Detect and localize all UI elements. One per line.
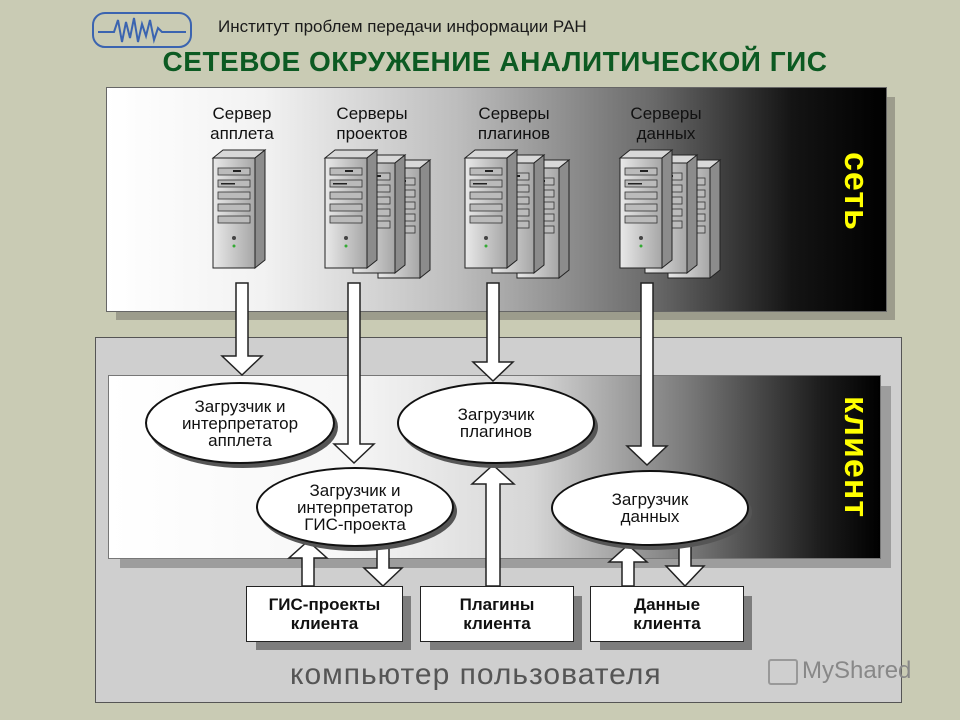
arrow-plugins-up (470, 463, 516, 587)
gis-project-loader-label: Загрузчик и интерпретатор ГИС-проекта (296, 480, 414, 534)
server-label-applet: Сервер апплета (210, 104, 274, 143)
watermark: MyShared (768, 657, 911, 685)
client-plugins-label: Плагины клиента (459, 595, 535, 633)
network-label: сеть (837, 152, 875, 231)
server-applet-icon (212, 149, 266, 269)
arrow-projects-down (332, 282, 376, 465)
arrow-gis-up (287, 539, 329, 587)
applet-loader-label: Загрузчик и интерпретатор апплета (181, 396, 299, 450)
applet-loader-node: Загрузчик и интерпретатор апплета (145, 382, 335, 464)
institute-logo-icon (92, 12, 192, 48)
client-plugins-store: Плагины клиента (420, 586, 574, 642)
client-projects-label: ГИС-проекты клиента (268, 595, 381, 633)
data-loader-label: Загрузчик данных (611, 490, 689, 526)
client-data-store: Данные клиента (590, 586, 744, 642)
client-label: клиент (837, 396, 875, 519)
arrow-data-down (625, 282, 669, 467)
arrow-data-up (607, 543, 649, 587)
arrow-applet-down (220, 282, 264, 377)
server-label-data: Серверы данных (630, 104, 702, 143)
arrow-gis-down (362, 540, 404, 588)
server-data-icon (619, 149, 721, 279)
gis-project-loader-node: Загрузчик и интерпретатор ГИС-проекта (256, 467, 454, 547)
institute-name: Институт проблем передачи информации РАН (218, 17, 587, 36)
watermark-logo-icon (768, 658, 798, 685)
user-computer-label: компьютер пользователя (290, 658, 662, 691)
data-loader-node: Загрузчик данных (551, 470, 749, 546)
server-plugins-icon (464, 149, 570, 279)
arrow-plugins-down (471, 282, 515, 383)
client-projects-store: ГИС-проекты клиента (246, 586, 403, 642)
watermark-text: MyShared (802, 657, 912, 684)
server-projects-icon (324, 149, 431, 279)
arrow-data-store-down (664, 540, 706, 588)
client-data-label: Данные клиента (633, 595, 701, 633)
page-title: СЕТЕВОЕ ОКРУЖЕНИЕ АНАЛИТИЧЕСКОЙ ГИС (162, 46, 828, 77)
plugin-loader-node: Загрузчик плагинов (397, 382, 595, 464)
server-label-plugins: Серверы плагинов (477, 104, 551, 143)
server-label-projects: Серверы проектов (336, 104, 408, 143)
plugin-loader-label: Загрузчик плагинов (457, 405, 535, 441)
